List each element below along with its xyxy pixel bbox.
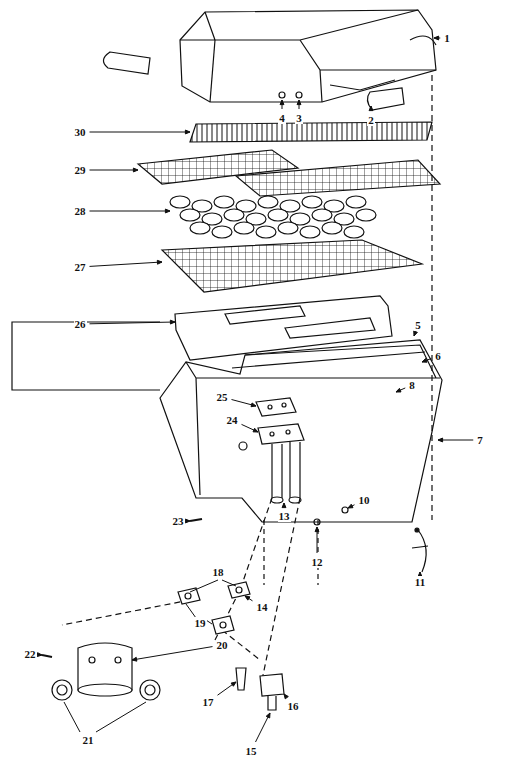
firebox <box>160 340 442 525</box>
callout-number: 30 <box>74 126 87 138</box>
callout-number: 18 <box>212 566 225 578</box>
lava-rocks <box>170 196 376 238</box>
callout-number: 7 <box>476 434 484 446</box>
callout-number: 29 <box>74 164 87 176</box>
bracket-line <box>12 322 160 390</box>
callout-number: 2 <box>367 114 375 126</box>
callout-number: 12 <box>311 556 324 568</box>
callout-number: 25 <box>216 391 229 403</box>
burner-plate <box>258 424 304 444</box>
rock-grate <box>162 240 422 292</box>
cooking-grid <box>236 160 440 196</box>
leader-line <box>37 36 473 742</box>
callout-number: 1 <box>443 32 451 44</box>
lid <box>103 10 436 110</box>
callout-number: 24 <box>226 414 239 426</box>
clip <box>412 530 428 572</box>
callout-number: 11 <box>414 576 426 588</box>
callout-number: 19 <box>194 617 207 629</box>
callout-number: 16 <box>287 700 300 712</box>
callout-number: 27 <box>74 261 87 273</box>
callout-number: 26 <box>74 318 87 330</box>
callout-number: 28 <box>74 205 87 217</box>
control-panel <box>52 643 160 700</box>
warming-rack <box>190 122 432 142</box>
callout-number: 6 <box>434 350 442 362</box>
callout-number: 17 <box>202 696 215 708</box>
callout-number: 21 <box>82 734 95 746</box>
orifice <box>236 668 246 690</box>
callout-number: 5 <box>414 319 422 331</box>
valve <box>178 582 250 634</box>
burner-plate <box>256 398 296 416</box>
callout-number: 14 <box>256 601 269 613</box>
callout-number: 23 <box>172 515 185 527</box>
regulator <box>260 674 284 696</box>
callout-number: 13 <box>278 510 291 522</box>
callout-number: 22 <box>24 648 37 660</box>
callout-number: 10 <box>358 494 371 506</box>
callout-number: 4 <box>278 112 286 124</box>
callout-number: 20 <box>216 639 229 651</box>
callout-number: 8 <box>408 379 416 391</box>
assembly-line <box>62 75 432 680</box>
callout-number: 3 <box>295 112 303 124</box>
callout-number: 15 <box>245 745 258 757</box>
